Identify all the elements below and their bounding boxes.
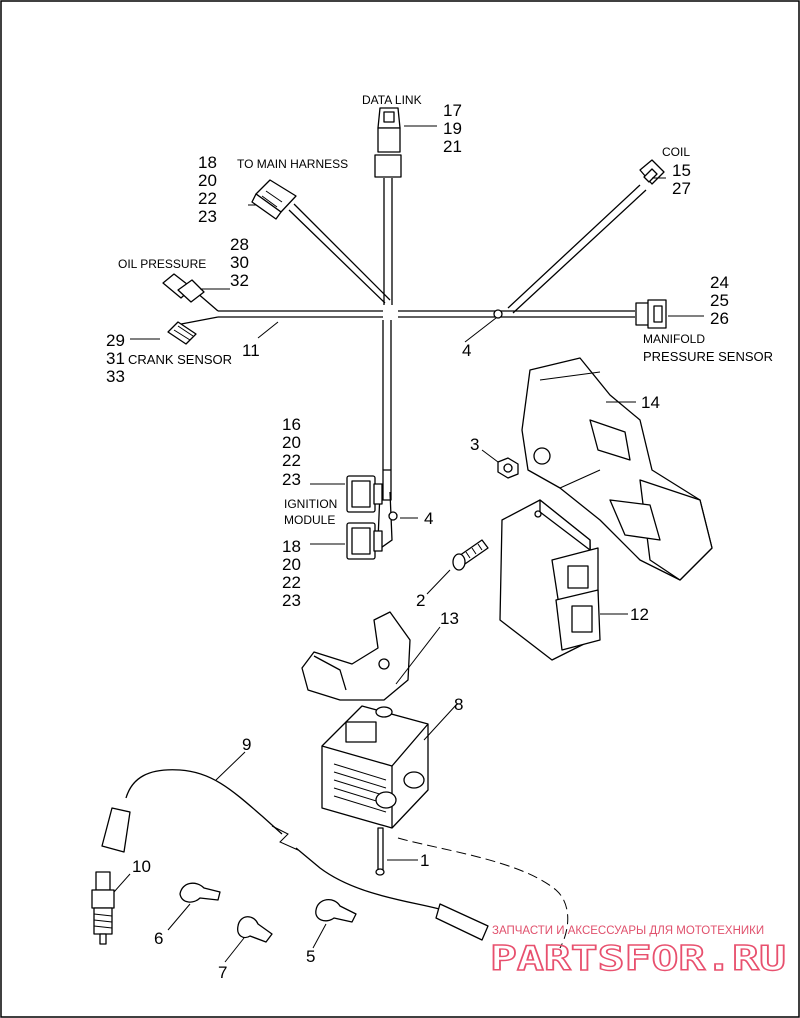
callout-20: 20 bbox=[198, 171, 217, 190]
manifold-pressure-connector bbox=[635, 299, 667, 329]
callout-8: 8 bbox=[454, 695, 463, 714]
data-link-sleeve bbox=[374, 154, 402, 178]
callout-19: 19 bbox=[443, 119, 462, 138]
watermark-tagline: ЗАПЧАСТИ И АКСЕССУАРЫ ДЛЯ МОТОТЕХНИКИ bbox=[492, 925, 764, 937]
callout-20-b: 20 bbox=[282, 433, 301, 452]
watermark-brand: PARTSFOR.RU bbox=[490, 939, 786, 979]
callout-14: 14 bbox=[641, 393, 660, 412]
callout-22: 22 bbox=[198, 189, 217, 208]
main-harness-connector bbox=[251, 179, 297, 220]
harness-right-branch bbox=[398, 310, 635, 318]
wiring-harness bbox=[175, 154, 647, 551]
callout-numbers: 17 19 21 18 20 22 23 15 27 28 30 32 24 2… bbox=[106, 101, 729, 982]
harness-coil-branch bbox=[507, 184, 647, 314]
screw bbox=[452, 539, 489, 571]
callout-23: 23 bbox=[198, 207, 217, 226]
callout-9: 9 bbox=[242, 735, 251, 754]
caption-oil-pressure: OIL PRESSURE bbox=[118, 257, 206, 271]
callout-26: 26 bbox=[710, 309, 729, 328]
callout-23-c: 23 bbox=[282, 591, 301, 610]
harness-upper-branch bbox=[383, 178, 393, 305]
callout-20-c: 20 bbox=[282, 555, 301, 574]
callout-4-lower: 4 bbox=[424, 509, 433, 528]
harness-left-branch bbox=[218, 310, 383, 318]
callout-1: 1 bbox=[420, 851, 429, 870]
callout-33: 33 bbox=[106, 367, 125, 386]
callout-28: 28 bbox=[230, 235, 249, 254]
harness-strap-1 bbox=[493, 309, 503, 319]
callout-15: 15 bbox=[672, 161, 691, 180]
callout-32: 32 bbox=[230, 271, 249, 290]
coil-bracket bbox=[301, 611, 411, 701]
callout-7: 7 bbox=[218, 963, 227, 982]
spark-plug-cable bbox=[101, 769, 569, 949]
caption-manifold: MANIFOLD bbox=[643, 332, 705, 346]
ignition-module-connector-upper bbox=[346, 475, 383, 513]
harness-end-sleeve bbox=[382, 469, 392, 501]
caption-data-link: DATA LINK bbox=[362, 93, 422, 107]
callout-21: 21 bbox=[443, 137, 462, 156]
callout-25: 25 bbox=[710, 291, 729, 310]
callout-27: 27 bbox=[672, 179, 691, 198]
caption-ignition: IGNITION bbox=[284, 497, 337, 511]
data-link-connector bbox=[377, 107, 401, 153]
crank-sensor-connector bbox=[167, 321, 197, 345]
captions: DATA LINK TO MAIN HARNESS COIL OIL PRESS… bbox=[118, 93, 773, 527]
callout-31: 31 bbox=[106, 349, 125, 368]
callout-12: 12 bbox=[630, 605, 649, 624]
callout-2: 2 bbox=[416, 591, 425, 610]
callout-4-upper: 4 bbox=[462, 341, 471, 360]
callout-24: 24 bbox=[710, 273, 729, 292]
callout-16: 16 bbox=[282, 415, 301, 434]
callout-30: 30 bbox=[230, 253, 249, 272]
caption-coil: COIL bbox=[662, 145, 690, 159]
callout-18-b: 18 bbox=[282, 537, 301, 556]
cable-clip-6 bbox=[179, 882, 221, 903]
coil-screw bbox=[375, 827, 385, 876]
callout-17: 17 bbox=[443, 101, 462, 120]
nut bbox=[497, 457, 519, 479]
ignition-module-connector-lower bbox=[346, 522, 383, 560]
callout-3: 3 bbox=[470, 435, 479, 454]
callout-5: 5 bbox=[306, 947, 315, 966]
caption-module: MODULE bbox=[284, 513, 335, 527]
harness-strap-2 bbox=[388, 511, 398, 521]
spark-plug bbox=[91, 871, 115, 945]
callout-18: 18 bbox=[198, 153, 217, 172]
oil-pressure-connector bbox=[162, 273, 205, 303]
callout-23-b: 23 bbox=[282, 470, 301, 489]
callout-6: 6 bbox=[154, 929, 163, 948]
watermark: ЗАПЧАСТИ И АКСЕССУАРЫ ДЛЯ МОТОТЕХНИКИ PA… bbox=[489, 925, 786, 980]
cable-clip-5 bbox=[315, 899, 357, 923]
harness-main-branch bbox=[288, 203, 391, 304]
cable-clip-7 bbox=[237, 916, 273, 943]
callout-29: 29 bbox=[106, 331, 125, 350]
ignition-coil bbox=[321, 705, 429, 829]
callout-11: 11 bbox=[242, 341, 260, 360]
callout-10: 10 bbox=[132, 857, 151, 876]
caption-to-main-harness: TO MAIN HARNESS bbox=[237, 157, 348, 171]
caption-pressure-sensor: PRESSURE SENSOR bbox=[643, 349, 773, 364]
callout-13: 13 bbox=[440, 609, 459, 628]
coil-connector bbox=[639, 159, 665, 185]
caption-crank-sensor: CRANK SENSOR bbox=[128, 352, 232, 367]
callout-22-b: 22 bbox=[282, 451, 301, 470]
harness-lower-branch bbox=[382, 320, 392, 470]
callout-22-c: 22 bbox=[282, 573, 301, 592]
ignition-module bbox=[499, 499, 601, 661]
ignition-module-bracket bbox=[521, 357, 713, 581]
leader-lines bbox=[113, 125, 704, 963]
